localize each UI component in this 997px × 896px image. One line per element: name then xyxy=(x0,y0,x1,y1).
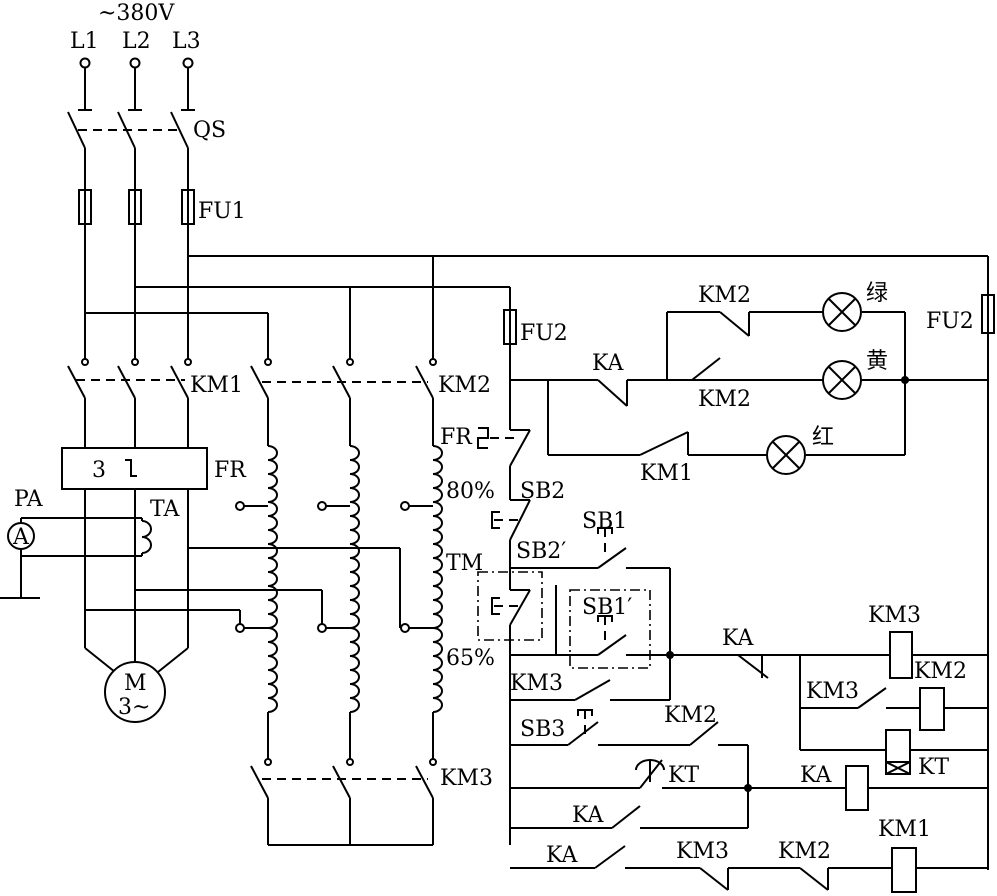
km1-coil-row xyxy=(510,845,988,893)
phase-l1-label: L1 xyxy=(70,29,99,54)
km2-c2-label: KM2 xyxy=(778,839,831,864)
fr-ctrl-label: FR xyxy=(440,425,473,450)
km1-coil-label: KM1 xyxy=(878,817,931,842)
km3-c2-label: KM3 xyxy=(676,839,729,864)
kt-coil xyxy=(885,729,988,775)
kt-timed-contact xyxy=(510,745,846,828)
qs-disconnect-switch xyxy=(67,68,195,149)
ka-c2-label: KA xyxy=(546,843,579,868)
ammeter-symbol: A xyxy=(12,525,30,550)
sb2-stop-button xyxy=(491,499,531,570)
tap-65-label: 65% xyxy=(446,646,495,671)
sb2p-remote-stop xyxy=(477,570,543,845)
fr-block-number: 3 xyxy=(92,458,106,483)
sb2-label: SB2 xyxy=(520,479,565,504)
ka-ind-label: KA xyxy=(592,351,625,376)
km2-ind2-label: KM2 xyxy=(698,387,751,412)
kt-c-label: KT xyxy=(668,763,699,788)
tm-label: TM xyxy=(446,551,483,576)
ka-c1-label: KA xyxy=(572,803,605,828)
motor-tap-wires xyxy=(85,547,401,628)
kt-coil-label: KT xyxy=(918,755,949,780)
motor-label: M xyxy=(124,671,147,696)
km3-hold-branch xyxy=(799,655,988,751)
km3-hold-label: KM3 xyxy=(806,679,859,704)
ka-coil xyxy=(845,765,988,811)
km3-main-label: KM3 xyxy=(440,766,493,791)
km2-coil-label: KM2 xyxy=(914,659,967,684)
sb1-label: SB1 xyxy=(582,509,627,534)
green-lamp-label: 绿 xyxy=(866,281,888,306)
red-lamp xyxy=(766,435,806,475)
fu2-right-fuse xyxy=(981,294,995,870)
current-transformer xyxy=(0,517,152,599)
fr-thermal-relay xyxy=(61,447,208,490)
yellow-lamp xyxy=(822,360,862,400)
km2-ind1-label: KM2 xyxy=(698,283,751,308)
fr-main-label: FR xyxy=(214,458,247,483)
ka-nc-label: KA xyxy=(722,626,755,651)
power-buses xyxy=(85,255,989,360)
supply-terminals xyxy=(79,57,194,69)
km3-coil xyxy=(889,631,988,679)
autotransformer-tm xyxy=(235,398,443,760)
fu2-right-label: FU2 xyxy=(926,309,974,334)
indicator-circuit xyxy=(510,311,988,456)
sb1-start-button xyxy=(510,527,671,700)
fr-control-contact xyxy=(477,427,531,500)
supply-voltage: ~380V xyxy=(98,1,175,26)
km2-c-label: KM2 xyxy=(664,703,717,728)
km1-main-contacts xyxy=(67,358,192,399)
qs-label: QS xyxy=(193,118,226,143)
km1-main-label: KM1 xyxy=(190,373,243,398)
motor xyxy=(104,661,166,723)
km2-main-contacts xyxy=(250,358,437,399)
fu1-label: FU1 xyxy=(198,199,246,224)
sb3-label: SB3 xyxy=(520,717,565,742)
phase-l2-label: L2 xyxy=(122,29,151,54)
ta-label: TA xyxy=(150,497,180,522)
km3-seal-contact xyxy=(510,679,670,701)
km2-main-label: KM2 xyxy=(438,373,491,398)
km3-star-contacts xyxy=(250,758,437,846)
motor-phase-label: 3~ xyxy=(118,695,150,720)
green-lamp xyxy=(822,292,862,332)
sb1p-label: SB1′ xyxy=(582,595,632,620)
red-lamp-label: 红 xyxy=(812,425,834,450)
km3-seal-label: KM3 xyxy=(510,671,563,696)
ka-seal-contact xyxy=(510,805,748,829)
km1-ind-label: KM1 xyxy=(640,461,693,486)
sb3-button xyxy=(510,709,748,746)
yellow-lamp-label: 黄 xyxy=(866,349,888,374)
tap-80-label: 80% xyxy=(446,479,495,504)
sb1p-remote-start xyxy=(555,585,670,669)
fu2-left-fuse xyxy=(503,287,517,430)
pa-label: PA xyxy=(14,487,44,512)
km3-coil-label: KM3 xyxy=(868,603,921,628)
sb2p-label: SB2′ xyxy=(516,539,566,564)
fu2-left-label: FU2 xyxy=(520,321,568,346)
ka-coil-label: KA xyxy=(800,763,833,788)
phase-l3-label: L3 xyxy=(172,29,201,54)
fu1-fuses xyxy=(78,189,195,225)
